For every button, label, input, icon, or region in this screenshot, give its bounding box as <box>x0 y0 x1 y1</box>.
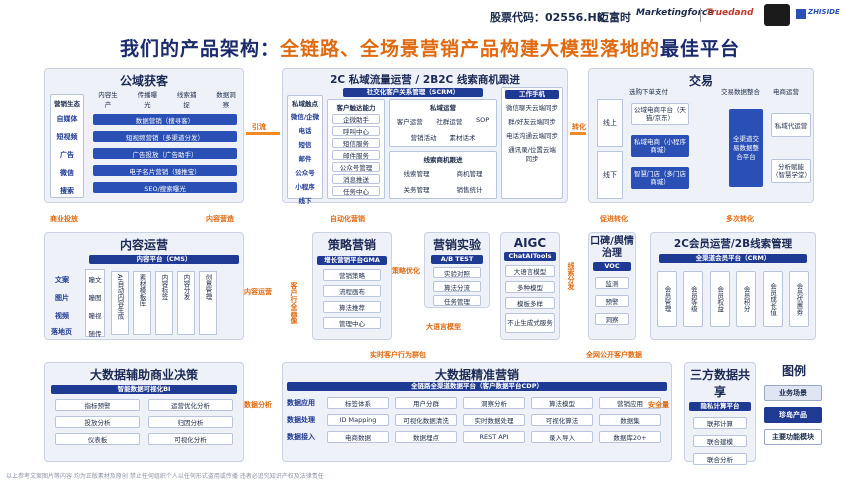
panel-third-party: 三方数据共享 隐私计算平台 联邦计算 联合建模 联合分析 <box>684 362 756 465</box>
footer-disclaimer: 以上参考文案图片等内容 均为正版素材及原创 禁止任何组织个人以任何形式盗用或传播… <box>6 473 324 480</box>
flow-dayuyan: 大语言模型 <box>426 323 461 331</box>
panel-strategy: 策略营销 增长营销平台GMA 营销策略 流程画布 算法推荐 管理中心 <box>312 232 392 340</box>
flow-zhuanhua: 转化 <box>572 123 586 131</box>
private-ecommerce: 私域电商（小程序商城） <box>631 135 689 157</box>
panel-member: 2C会员运营/2B线索管理 全渠道会员平台（CRM） 会员管理 会员等级 会员权… <box>650 232 816 340</box>
chatai-bar: ChatAITools <box>504 252 556 261</box>
product-card: 电子名片营销（臻推宝） <box>93 165 237 176</box>
cust-column: 客户触达能力 企微助手 呼叫中心 短信服务 邮件服务 公众号管理 消息推送 任务… <box>327 99 385 199</box>
content-col-6: 创意管理 <box>199 271 217 335</box>
legend-module: 主要功能模块 <box>764 429 822 445</box>
product-ads: 广告投放（广告助手） <box>93 148 237 159</box>
scrm-bar: 社交化客户关系管理（SCRM） <box>343 88 483 97</box>
flow-neirong-yy: 内容运营 <box>244 288 272 296</box>
product-seo: SEO/搜索曝光 <box>93 182 237 193</box>
flow-steps: 内容生产 传播曝光 线索捕捉 数据洞察 <box>98 91 236 109</box>
stock-code: 股票代码：02556.HK <box>490 11 606 24</box>
panel-bi: 大数据辅助商业决策 智能数据可视化BI 指标预警 运营优化分析 投放分析 归因分… <box>44 362 244 462</box>
flow-anquan: 安全量 <box>648 401 669 409</box>
arrow-yinliu <box>246 132 280 135</box>
content-col-5: 内容分发 <box>177 271 195 335</box>
flow-neirong-zx: 内容营造 <box>206 215 234 223</box>
online-label: 线上 <box>597 99 623 147</box>
content-col-1: 瞳文瞳图瞳视随传 <box>85 269 105 338</box>
lead-box: 线索商机跟进 线索管理商机管理 关务管理销售统计 <box>389 151 497 199</box>
crm-bar: 全渠道会员平台（CRM） <box>659 254 807 263</box>
seal-logo-icon <box>764 4 790 26</box>
panel-aigc: AIGC ChatAITools 大语言模型 多种模型 模板多样 不止生成式服务 <box>500 232 560 340</box>
smart-store: 智慧门店（多门店商城） <box>631 167 689 189</box>
cms-bar: 内容平台（CMS） <box>89 255 239 264</box>
cdp-bar: 全链路全渠道数据平台（客户数据平台CDP） <box>287 382 667 391</box>
flow-yinliu: 引流 <box>252 123 266 131</box>
zhiside-logo: ZHISIDE <box>808 8 840 16</box>
marketingforce-logo: Marketingforce <box>636 8 714 18</box>
panel-voc: 口碑/舆情治理 VOC 监测 预警 洞察 <box>588 232 636 340</box>
analysis-enable: 分析赋能（智慧学堂） <box>771 159 811 183</box>
panel-experiment: 营销实验 A/B TEST 实验对照 算法分流 任务管理 <box>424 232 490 308</box>
abtest-bar: A/B TEST <box>431 255 483 264</box>
flow-zidong: 自动化营销 <box>330 215 365 223</box>
legend-product: 珍岛产品 <box>764 407 822 423</box>
divider <box>700 8 701 22</box>
panel-content-ops: 内容运营 内容平台（CMS） 文案 图片 视频 落地页 瞳文瞳图瞳视随传 AI自… <box>44 232 244 340</box>
legend-business: 业务场景 <box>764 385 822 401</box>
flow-duoyuan: 多次转化 <box>726 215 754 223</box>
flow-celue: 策略优化 <box>392 267 420 275</box>
bi-bar: 智能数据可视化BI <box>51 385 237 394</box>
content-col-4: 内容标签 <box>155 271 173 335</box>
trade-data-center: 全渠道交易数据整合平台 <box>729 109 763 187</box>
work-phone-box: 工作手机 微信聊天云端同步 群/好友云端同步 电话沟通云端同步 通讯录/位置云端… <box>501 87 563 199</box>
offline-label: 线下 <box>597 151 623 199</box>
product-data-marketing: 数据营销（搜寻客） <box>93 114 237 125</box>
flow-shuju: 数据分析 <box>244 401 272 409</box>
panel-cdp: 大数据精准营销 全链路全渠道数据平台（客户数据平台CDP） 数据应用 标签体系 … <box>282 362 672 462</box>
content-col-2: AI自动内容生成 <box>111 271 129 335</box>
flow-shishi: 实时客户行为群包 <box>370 351 426 359</box>
voc-bar: VOC <box>593 262 631 271</box>
flow-quanjian: 全网公开客户数据 <box>586 351 642 359</box>
company-name: 迈富时 <box>598 11 631 24</box>
flow-kehu: 客户行全画像 <box>290 282 298 324</box>
panel-public-acquisition: 公域获客 内容生产 传播曝光 线索捕捉 数据洞察 营销生态 自媒体 短视频 广告… <box>44 68 244 203</box>
flow-xiansuo: 线索分发 <box>567 262 575 290</box>
privacy-bar: 隐私计算平台 <box>689 402 751 411</box>
panel-private-domain: 2C 私域流量运营 / 2B2C 线索商机跟进 社交化客户关系管理（SCRM） … <box>282 68 568 205</box>
cdp-rows: 数据应用 标签体系 用户分群 洞察分析 算法模型 营销应用 数据处理 ID Ma… <box>287 397 667 443</box>
content-col-3: 素材模板库 <box>133 271 151 335</box>
product-short-video: 短视频营销（多渠道分发） <box>93 131 237 142</box>
touch-column: 私域触点 微信/企微 电话 短信 邮件 公众号 小程序 线下 <box>287 95 323 205</box>
panel-trade: 交易 选购下单支付 交易数据整合 电商运营 线上 线下 公域电商平台（天猫/京东… <box>588 68 814 203</box>
flow-shangye: 商业投放 <box>50 215 78 223</box>
zhiside-logo-icon <box>796 9 806 19</box>
eco-column: 营销生态 自媒体 短视频 广告 微信 搜索 <box>50 94 84 198</box>
public-ecommerce: 公域电商平台（天猫/京东） <box>631 103 689 125</box>
arrow-zhuanhua <box>570 132 586 135</box>
gma-bar: 增长营销平台GMA <box>317 256 387 265</box>
truedand-logo: Truedand <box>706 8 754 18</box>
private-agency-ops: 私域代运营 <box>771 113 811 137</box>
legend: 图例 业务场景 珍岛产品 主要功能模块 <box>764 362 824 462</box>
page-title: 我们的产品架构：全链路、全场景营销产品构建大模型落地的最佳平台 <box>119 38 741 60</box>
flow-cuxiao: 促进转化 <box>600 215 628 223</box>
